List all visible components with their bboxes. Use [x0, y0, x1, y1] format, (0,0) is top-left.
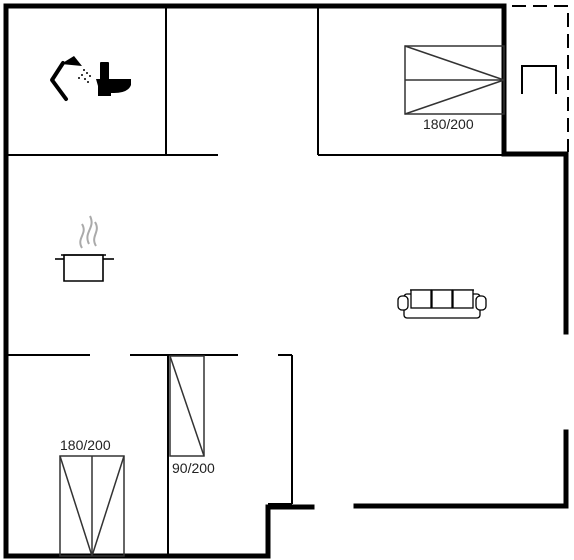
bed-middle-label: 90/200: [172, 460, 215, 476]
bed-left-label: 180/200: [60, 437, 111, 453]
balcony-outline: [512, 5, 569, 152]
sofa-icon: [397, 289, 487, 319]
outer-wall-right-lower: [353, 429, 569, 509]
balcony-door-frame: [521, 65, 557, 94]
bed-middle: [169, 355, 205, 457]
cooking-pot-icon: [55, 215, 114, 282]
bed-left: [59, 455, 125, 557]
shower-icon: [50, 56, 91, 101]
bed-top-label: 180/200: [423, 116, 474, 132]
interior-walls: [6, 6, 504, 556]
toilet-icon: [96, 62, 131, 96]
outer-wall-main: [3, 5, 315, 559]
bed-middle-frame: [169, 355, 205, 457]
bed-top: [404, 45, 505, 115]
outer-wall-top: [3, 3, 569, 335]
